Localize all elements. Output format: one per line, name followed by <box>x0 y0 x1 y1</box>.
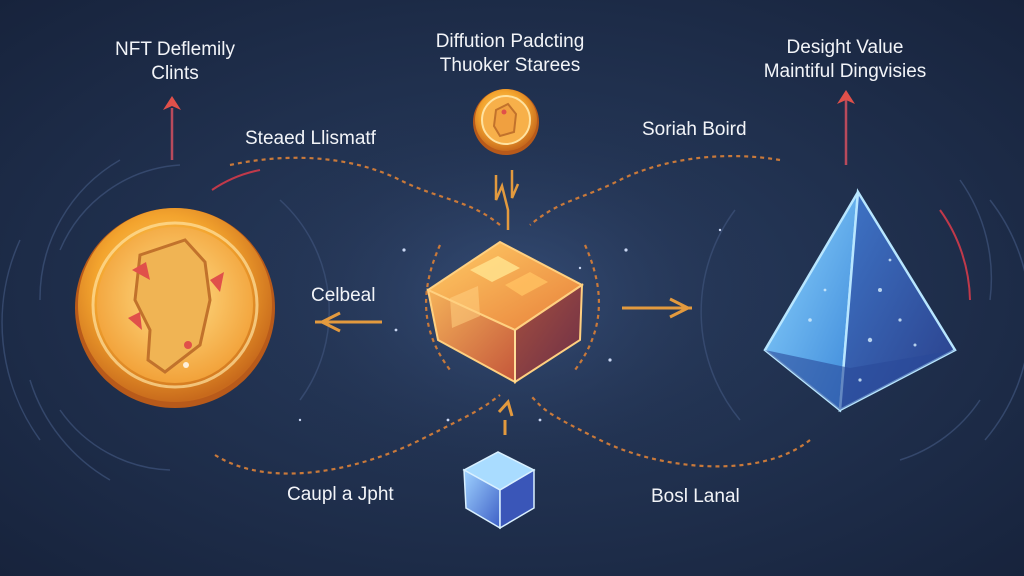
label-top-right-line2: Maintiful Dingvisies <box>763 61 927 82</box>
label-mid-right-upper: Soriah Boird <box>642 119 747 140</box>
orange-cube-icon <box>425 240 584 384</box>
label-top-left: NFT Deflemily Clints <box>90 38 260 86</box>
label-top-center-line2: Thuoker Starees <box>439 55 581 76</box>
coin-ripples <box>1 159 330 481</box>
label-top-center: Diffution Padcting Thuoker Starees <box>400 30 620 78</box>
blue-pyramid-icon <box>763 188 957 413</box>
zigzag-connector <box>494 170 520 230</box>
connector-lines <box>214 155 811 475</box>
small-up-arrow <box>497 398 514 435</box>
up-arrow-left <box>163 96 181 160</box>
label-bottom-left: Caupl a Jpht <box>287 484 394 505</box>
label-mid-left-upper: Steaed Llismatf <box>245 128 376 149</box>
pyramid-red-arc <box>939 209 971 301</box>
small-blue-cube-icon <box>462 451 536 530</box>
pyramid-ripples <box>700 179 1024 461</box>
label-bottom-right: Bosl Lanal <box>651 486 740 507</box>
label-top-right-line1: Desight Value <box>786 37 904 58</box>
label-top-left-line1: NFT Deflemily <box>115 39 235 60</box>
label-top-center-line1: Diffution Padcting <box>435 31 585 52</box>
left-arrow <box>315 311 382 333</box>
label-top-right: Desight Value Maintiful Dingvisies <box>740 36 950 84</box>
sparkles <box>298 228 722 422</box>
small-coin-icon <box>473 89 539 155</box>
gold-coin-icon <box>75 208 275 408</box>
label-top-left-line2: Clints <box>151 63 199 84</box>
label-left-arrow: Celbeal <box>311 285 376 306</box>
up-arrow-right <box>837 90 855 165</box>
right-arrow <box>622 297 692 319</box>
coin-red-arc <box>211 169 261 191</box>
